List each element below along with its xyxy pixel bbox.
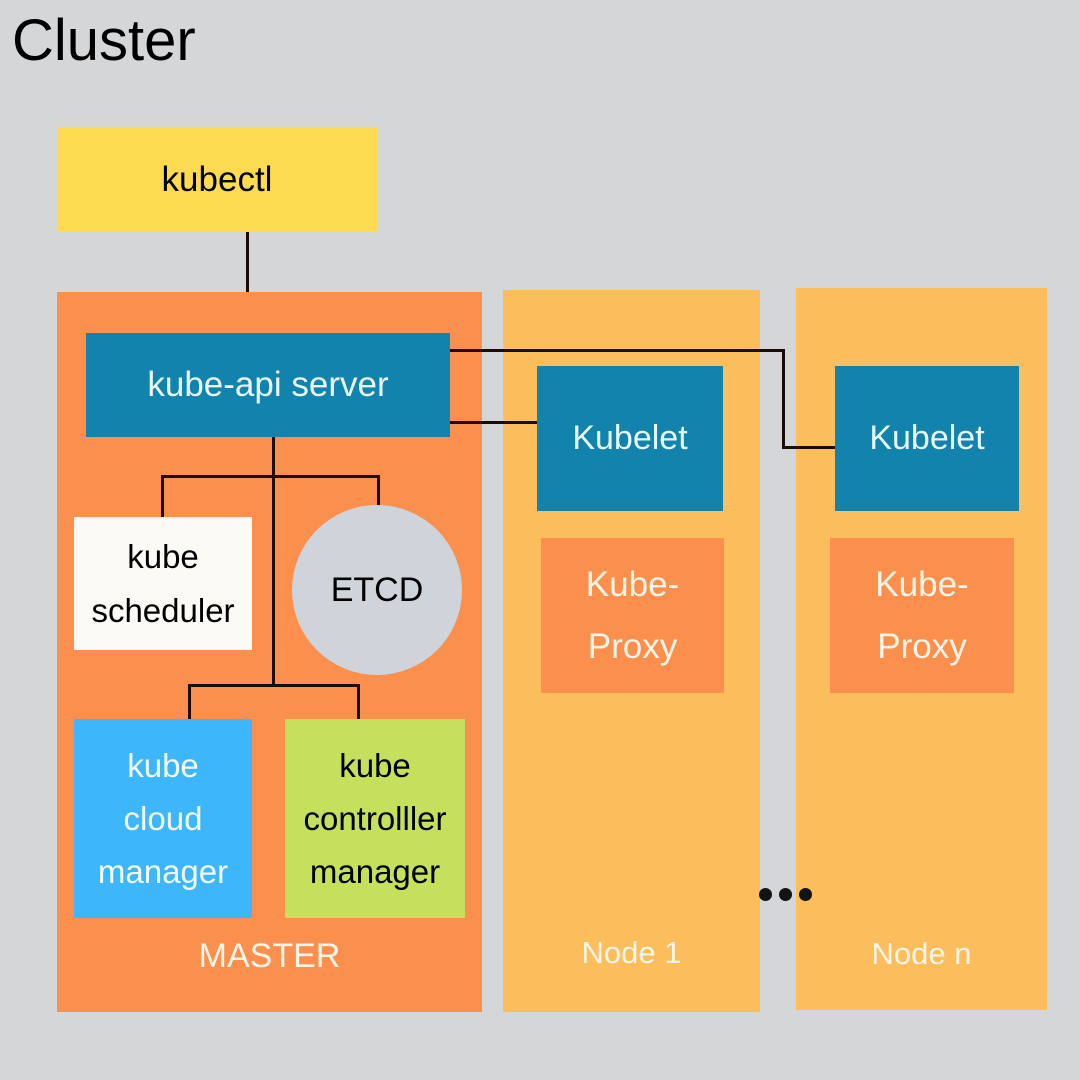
- connector-apiserver-trunk: [272, 437, 275, 687]
- kube-controller-manager-label: kube controlller manager: [303, 747, 447, 890]
- etcd-label: ETCD: [330, 570, 424, 609]
- kube-proxy-box-node-n[interactable]: Kube- Proxy: [830, 538, 1014, 693]
- page-title: Cluster: [12, 8, 196, 73]
- kube-cloud-manager-box[interactable]: kube cloud manager: [74, 719, 252, 918]
- kubelet-box-node-n[interactable]: Kubelet: [835, 366, 1019, 511]
- connector-apiserver-to-kubelet-n-vertical: [782, 349, 785, 449]
- connector-branch-to-cloud-manager: [188, 684, 191, 720]
- connector-branch-to-controller-manager: [357, 684, 360, 720]
- connector-lower-branch-bar: [188, 684, 360, 687]
- node-panel-label-n: Node n: [871, 936, 972, 971]
- connector-kubectl-to-apiserver: [246, 232, 249, 335]
- kubelet-label-node-1: Kubelet: [572, 419, 688, 457]
- kube-proxy-label-node-n: Kube- Proxy: [875, 564, 969, 666]
- master-panel-label: MASTER: [198, 937, 341, 975]
- kube-scheduler-label: kube scheduler: [91, 537, 235, 629]
- kube-controller-manager-box[interactable]: kube controlller manager: [285, 719, 465, 918]
- kubectl-label: kubectl: [161, 159, 273, 199]
- kube-cloud-manager-label: kube cloud manager: [97, 747, 229, 890]
- connector-apiserver-to-kubelet-n-entry: [782, 446, 837, 449]
- kube-api-server-box[interactable]: kube-api server: [86, 333, 450, 437]
- etcd-circle[interactable]: ETCD: [292, 505, 462, 675]
- kubelet-label-node-n: Kubelet: [869, 419, 985, 457]
- connector-apiserver-to-kubelet-1: [450, 421, 541, 424]
- connector-upper-branch-bar: [161, 475, 380, 478]
- connector-apiserver-to-kubelet-n-horizontal: [450, 349, 785, 352]
- kubectl-box[interactable]: kubectl: [57, 127, 377, 232]
- connector-branch-to-etcd: [377, 475, 380, 512]
- kube-proxy-label-node-1: Kube- Proxy: [585, 564, 680, 666]
- kube-api-server-label: kube-api server: [147, 365, 389, 404]
- kube-proxy-box-node-1[interactable]: Kube- Proxy: [541, 538, 724, 693]
- connector-branch-to-scheduler: [161, 475, 164, 519]
- kube-scheduler-box[interactable]: kube scheduler: [74, 517, 252, 650]
- nodes-ellipsis-icon: [759, 888, 812, 901]
- node-panel-label-1: Node 1: [581, 935, 682, 970]
- kubelet-box-node-1[interactable]: Kubelet: [537, 366, 723, 511]
